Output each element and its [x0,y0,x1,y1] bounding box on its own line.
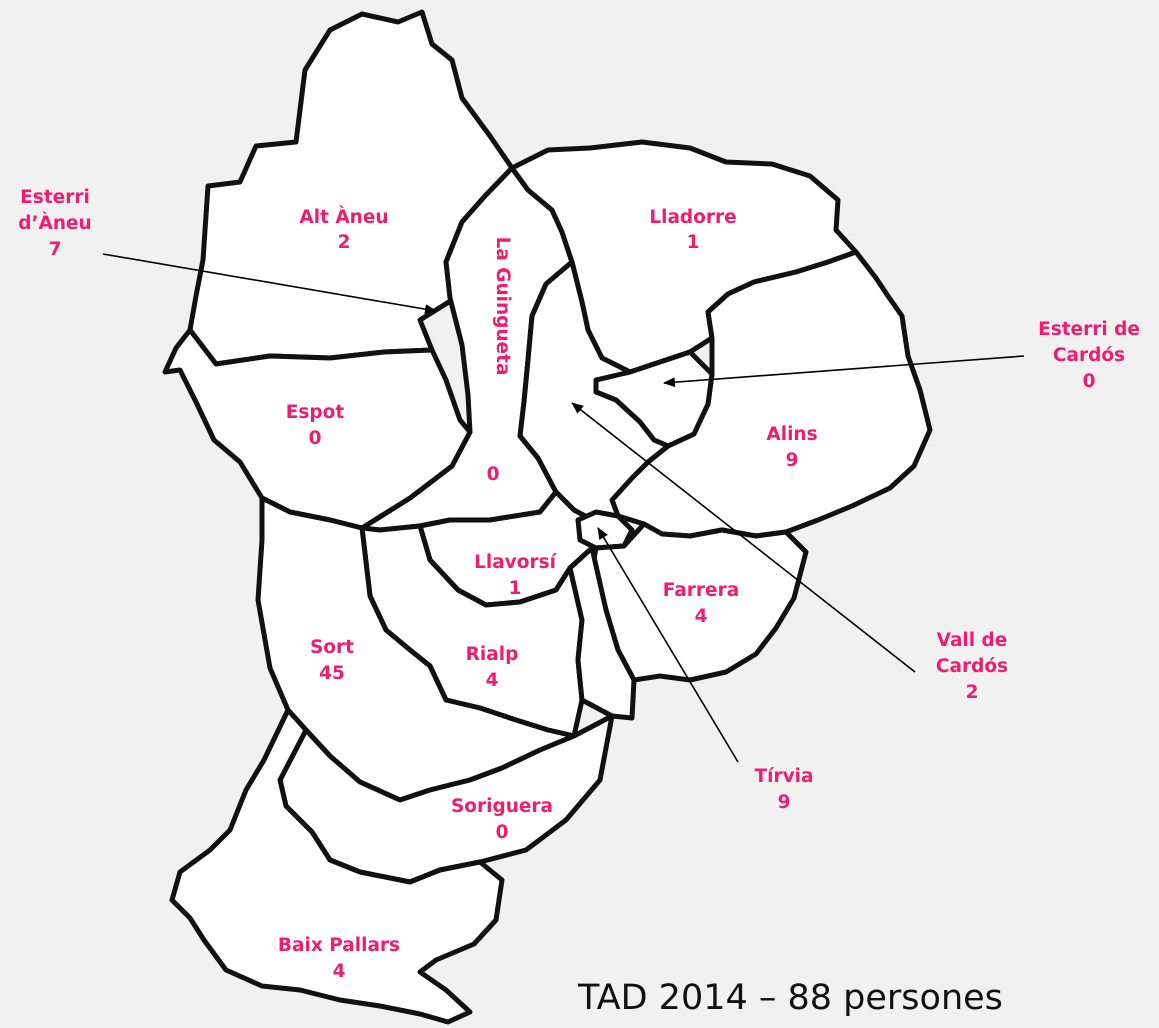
region-labels: Alt Àneu 2 La Guingueta 0 Lladorre 1 Est… [18,187,1140,982]
label-tirvia-name: Tírvia [755,766,814,787]
label-alt-aneu-value: 2 [338,232,351,253]
label-espot-value: 0 [309,428,322,449]
label-lladorre-value: 1 [687,232,700,253]
label-baix-pallars-name: Baix Pallars [278,935,400,956]
label-vall-de-cardos-value: 2 [966,682,979,703]
label-espot-name: Espot [286,402,345,423]
region-alt-aneu[interactable] [187,9,515,367]
leader-vall-de-cardos [571,402,916,673]
region-vall-de-cardos[interactable] [517,259,671,525]
label-sort-name: Sort [310,637,354,658]
map-caption: TAD 2014 – 88 persones [578,978,1003,1018]
label-llavorsi-name: Llavorsí [474,552,558,573]
label-soriguera-value: 0 [496,822,509,843]
label-sort-value: 45 [319,663,345,684]
label-alins-value: 9 [786,450,799,471]
region-baix-pallars[interactable] [169,707,505,1025]
label-vall-de-cardos-line2: Cardós [936,656,1008,677]
region-shapes [162,9,933,1025]
label-esterri-daneu-line1: Esterri [20,187,90,208]
label-la-guingueta-name: La Guingueta [492,237,513,376]
leader-esterri-daneu [102,253,437,315]
label-farrera-name: Farrera [663,580,739,601]
label-esterri-de-cardos-value: 0 [1083,371,1096,392]
region-espot[interactable] [162,327,473,531]
label-baix-pallars-value: 4 [333,961,346,982]
leader-esterri-de-cardos [663,355,1025,388]
leader-tirvia [597,527,739,763]
label-lladorre-name: Lladorre [649,207,736,228]
label-esterri-de-cardos-line2: Cardós [1053,345,1125,366]
label-rialp-value: 4 [486,670,499,691]
label-alt-aneu-name: Alt Àneu [299,206,388,228]
label-alins-name: Alins [766,424,817,445]
label-esterri-daneu-value: 7 [49,239,62,260]
label-llavorsi-value: 1 [509,578,522,599]
label-rialp-name: Rialp [466,644,519,665]
leader-lines [102,253,1025,763]
label-farrera-value: 4 [695,606,708,627]
label-la-guingueta-value: 0 [487,464,500,485]
label-esterri-de-cardos-line1: Esterri de [1038,319,1140,340]
label-soriguera-name: Soriguera [451,796,553,817]
label-tirvia-value: 9 [778,792,791,813]
label-esterri-daneu-line2: d’Àneu [18,212,91,234]
label-vall-de-cardos-line1: Vall de [937,630,1008,651]
